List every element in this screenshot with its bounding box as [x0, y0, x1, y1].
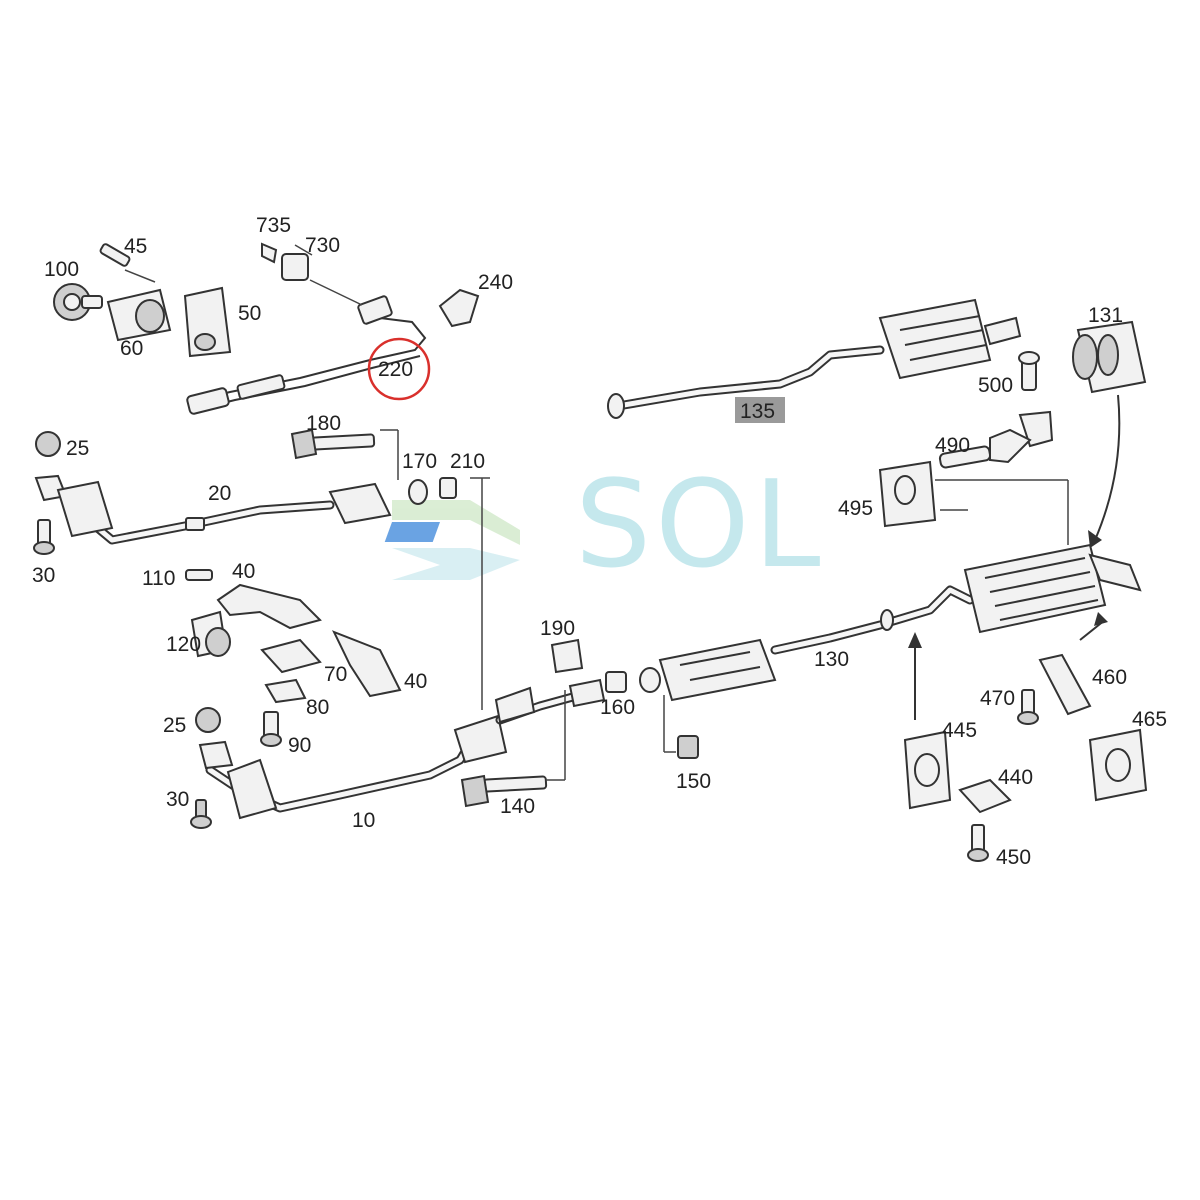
- main-pipe-10: [190, 638, 661, 829]
- callout-20: 20: [208, 482, 231, 505]
- bracket-group: [185, 569, 402, 747]
- callout-25-top: 25: [66, 437, 89, 460]
- tag-135-background: [735, 397, 785, 423]
- engine-mount-parts: [53, 243, 232, 358]
- callout-730: 730: [305, 234, 340, 257]
- bolt-180: [290, 428, 490, 710]
- callout-210: 210: [450, 450, 485, 473]
- highlight-circle: [367, 337, 431, 401]
- callout-450: 450: [996, 846, 1031, 869]
- callout-25-bottom: 25: [163, 714, 186, 737]
- callout-40-bottom: 40: [404, 670, 427, 693]
- callout-110: 110: [142, 567, 175, 590]
- callout-160: 160: [600, 696, 635, 719]
- callout-500: 500: [978, 374, 1013, 397]
- callout-30-top: 30: [32, 564, 55, 587]
- hanger-group-right: [878, 351, 1069, 545]
- callout-50: 50: [238, 302, 261, 325]
- callout-100: 100: [44, 258, 79, 281]
- callout-90: 90: [288, 734, 311, 757]
- callout-465: 465: [1132, 708, 1167, 731]
- callout-120: 120: [166, 633, 201, 656]
- callout-130: 130: [814, 648, 849, 671]
- rear-muffler-main: [963, 543, 1142, 641]
- callout-135: 135: [740, 400, 775, 423]
- callout-10: 10: [352, 809, 375, 832]
- callout-30-bottom: 30: [166, 788, 189, 811]
- callout-40-top: 40: [232, 560, 255, 583]
- callout-80: 80: [306, 696, 329, 719]
- front-pipe-20: [33, 431, 457, 555]
- callout-labels: 735 730 45 100 240 50 60 220 131 500 135…: [32, 214, 1167, 869]
- rear-hangers: [903, 632, 1148, 862]
- oxygen-sensor-assembly: [186, 242, 427, 415]
- callout-140: 140: [500, 795, 535, 818]
- rear-muffler-top: [607, 298, 1022, 419]
- callout-445: 445: [942, 719, 977, 742]
- callout-131: 131: [1088, 304, 1123, 327]
- callout-470: 470: [980, 687, 1015, 710]
- callout-735: 735: [256, 214, 291, 237]
- tailpipe-tip: [1072, 320, 1147, 548]
- callout-220: 220: [378, 358, 413, 381]
- clip-part: [438, 288, 480, 328]
- watermark-text: SOL: [575, 456, 824, 595]
- callout-150: 150: [676, 770, 711, 793]
- callout-70: 70: [324, 663, 347, 686]
- callout-60: 60: [120, 337, 143, 360]
- callout-180: 180: [306, 412, 341, 435]
- callout-190: 190: [540, 617, 575, 640]
- callout-460: 460: [1092, 666, 1127, 689]
- center-muffler-130: [658, 585, 975, 759]
- sol-watermark-logo: SOL: [384, 456, 824, 595]
- callout-495: 495: [838, 497, 873, 520]
- callout-440: 440: [998, 766, 1033, 789]
- callout-240: 240: [478, 271, 513, 294]
- callout-490: 490: [935, 434, 970, 457]
- callout-45: 45: [124, 235, 147, 258]
- callout-170: 170: [402, 450, 437, 473]
